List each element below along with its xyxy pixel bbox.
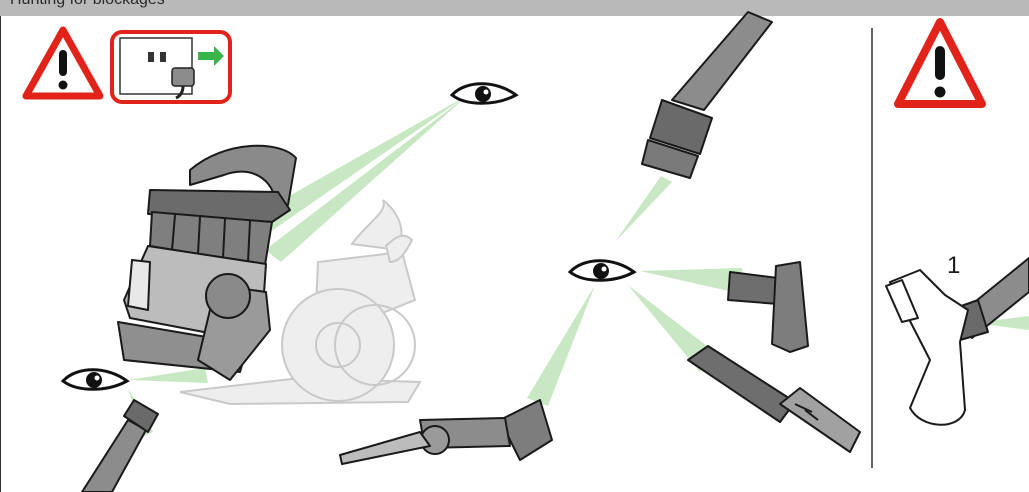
cyclone-bin [117,144,297,381]
crevice-tool [687,345,861,453]
header-title: Hunting for blockages [10,0,165,9]
stair-tool [727,261,809,353]
eye-icon [567,259,637,282]
warning-triangle-icon [894,18,986,108]
sock-hose [885,257,1029,426]
wand-bottom-left [81,399,159,492]
floor-tool [339,399,553,465]
warning-triangle-icon [22,26,104,100]
cleaner-body-ghost [179,199,422,406]
hose-top [641,11,773,179]
step-number: 1 [947,252,961,279]
eye-icon [60,368,130,391]
unplug-socket-icon [110,30,232,104]
sight-lines [128,95,1029,437]
header-bar: Hunting for blockages [0,0,1029,16]
illustration-frame [0,16,1028,492]
eye-icon [449,82,519,105]
